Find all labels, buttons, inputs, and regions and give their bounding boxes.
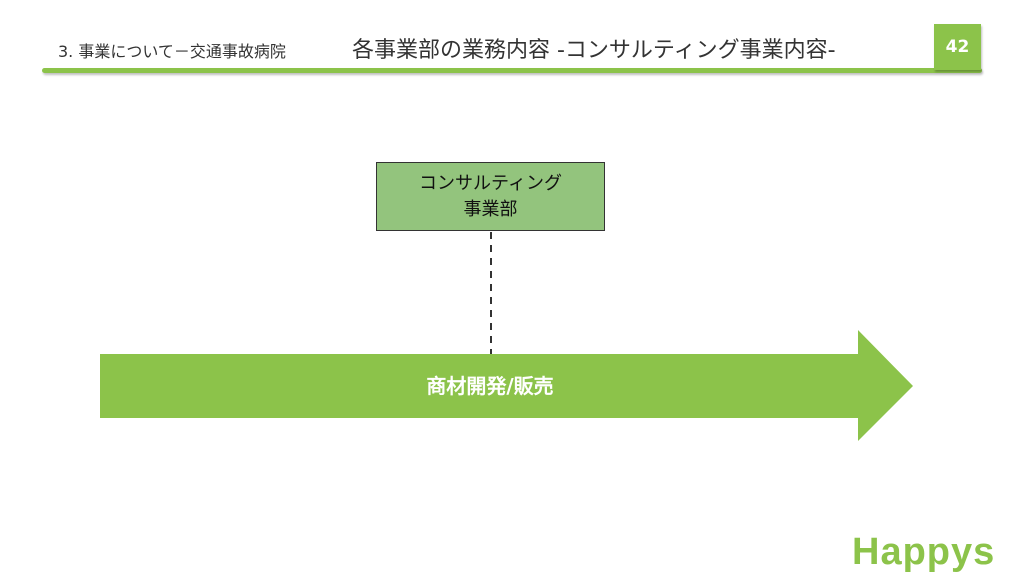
- section-subtitle: 3. 事業について－交通事故病院: [58, 42, 286, 61]
- happys-logo: Happys: [852, 531, 995, 572]
- logo-text: Happys: [852, 531, 995, 572]
- process-arrow: [100, 330, 913, 441]
- consulting-department-box: コンサルティング 事業部: [376, 162, 605, 231]
- arrow-label: 商材開発/販売: [426, 374, 554, 398]
- arrow-shape: [100, 330, 913, 441]
- department-label-line1: コンサルティング: [419, 172, 562, 194]
- page-title: 各事業部の業務内容 -コンサルティング事業内容-: [352, 38, 836, 63]
- page-number-badge: 42: [934, 24, 981, 70]
- header-underline: [42, 68, 982, 73]
- department-label-line2: 事業部: [463, 198, 518, 220]
